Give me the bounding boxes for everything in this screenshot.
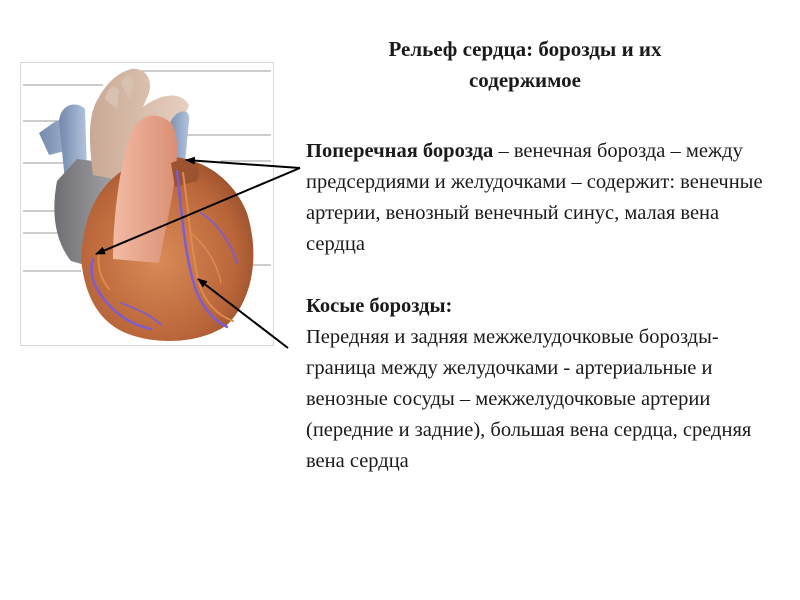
aortic-branch [105,86,119,109]
oblique-sulci-term: Косые борозды: [306,295,453,317]
oblique-sulci-description: Передняя и задняя межжелудочковые борозд… [306,326,752,472]
oblique-sulci-heading: Косые борозды: [306,291,776,322]
paragraph-gap [306,260,776,291]
aortic-branch [121,75,133,99]
transverse-sulcus-description: – венечная борозда – между предсердиями … [306,140,763,255]
coronary-sinus-vein [90,257,153,331]
transverse-sulcus-term: Поперечная борозда [306,140,494,162]
right-coronary-artery [97,252,110,290]
heart-illustration [20,62,274,346]
description-text: Поперечная борозда – венечная борозда – … [306,136,776,477]
vein-branch [120,302,162,326]
heart-drawing [23,68,271,341]
transverse-sulcus-paragraph: Поперечная борозда – венечная борозда – … [306,136,776,260]
slide-title: Рельеф сердца: борозды и их содержимое [388,37,662,92]
